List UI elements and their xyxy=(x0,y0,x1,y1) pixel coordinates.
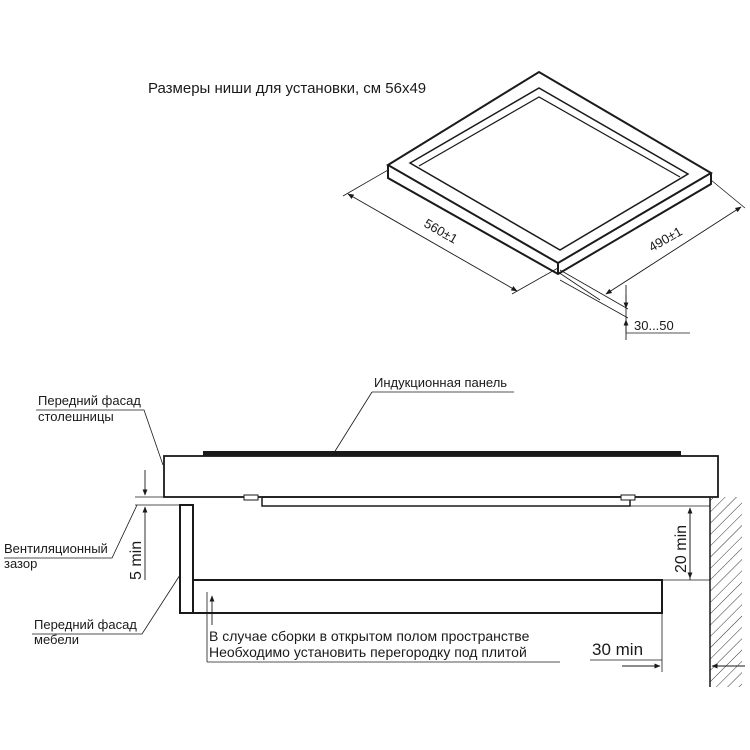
furniture-front-label-2: мебели xyxy=(34,632,79,647)
gap-20-label: 20 min xyxy=(673,525,690,573)
note-line-1: В случае сборки в открытом полом простра… xyxy=(209,628,530,644)
countertop-front-label-1: Передний фасад xyxy=(38,393,141,408)
cabinet-section xyxy=(179,504,663,614)
gap-20-dimension: 20 min xyxy=(630,505,710,581)
dim-width-label: 490±1 xyxy=(646,224,685,255)
note-line-2: Необходимо установить перегородку под пл… xyxy=(209,644,527,660)
gap-5-dimension: 5 min xyxy=(128,470,180,580)
niche-title: Размеры ниши для установки, см 56x49 xyxy=(148,80,426,97)
cooktop-section xyxy=(163,451,719,507)
gap-30-label: 30 min xyxy=(592,640,643,659)
furniture-front-label-1: Передний фасад xyxy=(34,617,137,632)
panel-label: Индукционная панель xyxy=(374,375,507,390)
wall xyxy=(709,497,742,687)
dim-depth-label: 30...50 xyxy=(634,318,674,333)
ventilation-label-2: зазор xyxy=(4,556,37,571)
dim-length-label: 560±1 xyxy=(422,216,461,247)
ventilation-label-1: Вентиляционный xyxy=(4,541,108,556)
countertop-front-label-2: столешницы xyxy=(38,409,114,424)
gap-5-label: 5 min xyxy=(128,541,145,580)
gap-30-dimension: 30 min xyxy=(590,613,745,672)
